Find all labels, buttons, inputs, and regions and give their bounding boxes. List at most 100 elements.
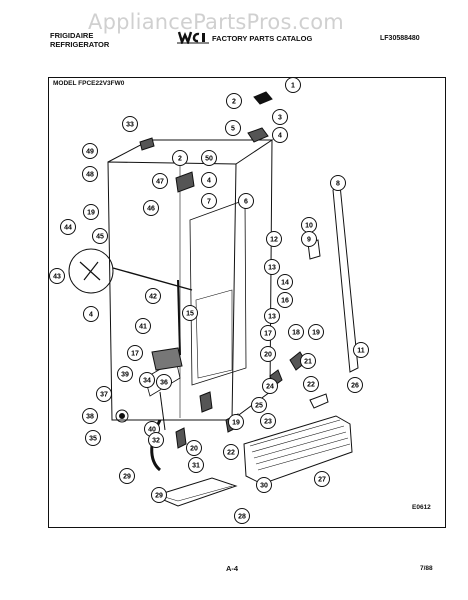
callout-circle (288, 324, 304, 340)
drip-tray (152, 477, 238, 507)
callout-number: 13 (268, 265, 276, 272)
callout-circle (145, 288, 161, 304)
callout-number: 37 (100, 392, 108, 399)
callout-30: 30 (256, 477, 272, 493)
callout-number: 2 (232, 99, 236, 106)
callout-circle (201, 150, 217, 166)
callout-number: 9 (307, 237, 311, 244)
callout-46: 46 (143, 200, 159, 216)
callout-43: 43 (49, 268, 65, 284)
callout-number: 4 (278, 133, 282, 140)
callout-circle (262, 378, 278, 394)
callout-circle (139, 372, 155, 388)
callout-circle (301, 231, 317, 247)
callout-26: 26 (347, 377, 363, 393)
callout-41: 41 (135, 318, 151, 334)
catalog-title: FACTORY PARTS CATALOG (212, 34, 313, 43)
callout-number: 23 (264, 419, 272, 426)
callout-number: 2 (178, 156, 182, 163)
callout-circle (266, 231, 282, 247)
callout-circle (260, 413, 276, 429)
callout-circle (300, 353, 316, 369)
callout-number: 3 (278, 115, 282, 122)
callout-circle (272, 127, 288, 143)
callout-44: 44 (60, 219, 76, 235)
publication-date: 7/88 (420, 565, 433, 572)
callout-number: 19 (232, 420, 240, 427)
door-trim-strip (332, 184, 359, 373)
callout-27: 27 (314, 471, 330, 487)
callout-circle (251, 397, 267, 413)
callout-23: 23 (260, 413, 276, 429)
product-type: REFRIGERATOR (50, 40, 110, 49)
callout-circle (347, 377, 363, 393)
callout-circle (285, 77, 301, 93)
callout-circle (96, 386, 112, 402)
callout-38: 38 (82, 408, 98, 424)
callout-20: 20 (260, 346, 276, 362)
callout-42: 42 (145, 288, 161, 304)
callout-number: 14 (281, 280, 289, 287)
callout-29: 29 (119, 468, 135, 484)
watermark: AppliancePartsPros.com (88, 10, 344, 34)
callout-circle (172, 150, 188, 166)
callout-number: 12 (270, 237, 278, 244)
callout-17: 17 (127, 345, 143, 361)
callout-4: 4 (83, 306, 99, 322)
callout-14: 14 (277, 274, 293, 290)
callout-number: 39 (121, 372, 129, 379)
callout-12: 12 (266, 231, 282, 247)
callout-11: 11 (353, 342, 369, 358)
callout-circle (82, 143, 98, 159)
callout-circle (182, 305, 198, 321)
callout-circle (117, 366, 133, 382)
callout-31: 31 (188, 457, 204, 473)
callout-4: 4 (201, 172, 217, 188)
callout-number: 43 (53, 274, 61, 281)
callout-circle (85, 430, 101, 446)
callout-circle (277, 274, 293, 290)
callout-7: 7 (201, 193, 217, 209)
callout-circle (225, 120, 241, 136)
callout-number: 48 (86, 172, 94, 179)
callout-number: 6 (244, 199, 248, 206)
callout-number: 44 (64, 225, 72, 232)
callout-number: 22 (227, 450, 235, 457)
callout-1: 1 (285, 77, 301, 93)
callout-number: 8 (336, 181, 340, 188)
callout-8: 8 (330, 175, 346, 191)
wci-logo (177, 31, 209, 44)
callout-circle (119, 468, 135, 484)
callout-circle (264, 308, 280, 324)
cabinet-top-outline (107, 139, 274, 165)
callout-circle (156, 374, 172, 390)
callout-number: 47 (156, 179, 164, 186)
callout-circle (226, 93, 242, 109)
model-label: MODEL FPCE22V3FW0 (53, 80, 125, 87)
callout-circle (223, 444, 239, 460)
callout-circle (201, 172, 217, 188)
callout-circle (82, 166, 98, 182)
callout-circle (151, 487, 167, 503)
cabinet-side-outline (231, 139, 273, 421)
callout-number: 16 (281, 298, 289, 305)
callout-number: 5 (231, 126, 235, 133)
callout-number: 32 (152, 438, 160, 445)
callout-circle (143, 200, 159, 216)
callout-number: 17 (131, 351, 139, 358)
callout-number: 40 (148, 427, 156, 434)
callout-circle (152, 173, 168, 189)
callout-number: 38 (86, 414, 94, 421)
callout-circle (148, 432, 164, 448)
callout-number: 20 (264, 352, 272, 359)
callout-number: 45 (96, 234, 104, 241)
callout-circle (264, 259, 280, 275)
callout-number: 4 (89, 312, 93, 319)
callout-number: 19 (87, 210, 95, 217)
callout-number: 24 (266, 384, 274, 391)
callout-number: 13 (268, 314, 276, 321)
callout-16: 16 (277, 292, 293, 308)
callout-number: 1 (291, 83, 295, 90)
callout-3: 3 (272, 109, 288, 125)
callout-20: 20 (186, 440, 202, 456)
